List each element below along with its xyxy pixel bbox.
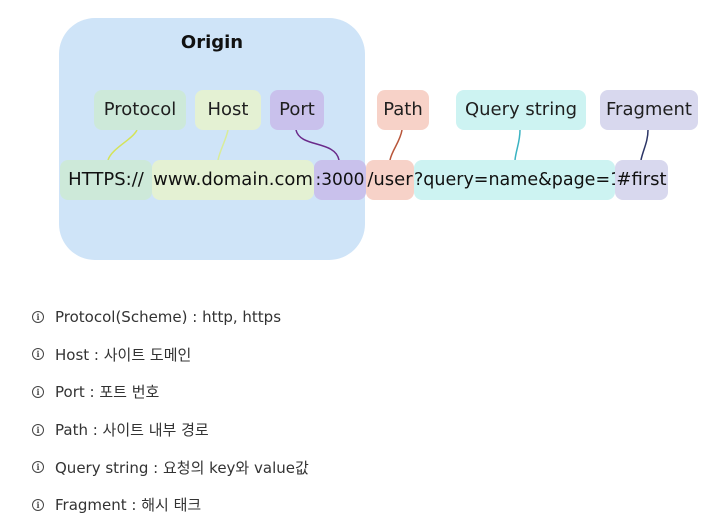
definition-text: Query string : 요청의 key와 value값 <box>55 458 309 477</box>
list-item: i Query string : 요청의 key와 value값 <box>32 448 309 486</box>
url-path-segment: /user <box>366 160 414 200</box>
list-item: i Protocol(Scheme) : http, https <box>32 298 309 336</box>
port-tag: Port <box>270 90 324 130</box>
info-circle-icon: i <box>32 423 44 436</box>
list-item: i Port : 포트 번호 <box>32 373 309 411</box>
list-item: i Fragment : 해시 태크 <box>32 486 309 524</box>
info-circle-icon: i <box>32 461 44 474</box>
origin-title: Origin <box>180 32 244 53</box>
query-string-tag: Query string <box>456 90 586 130</box>
host-connector <box>217 129 229 161</box>
list-item: i Path : 사이트 내부 경로 <box>32 411 309 449</box>
definition-text: Port : 포트 번호 <box>55 383 160 402</box>
port-connector <box>295 129 340 161</box>
fragment-connector <box>640 129 649 161</box>
host-tag: Host <box>195 90 261 130</box>
definition-text: Fragment : 해시 태크 <box>55 496 202 515</box>
url-host-segment: www.domain.com <box>152 160 314 200</box>
info-circle-icon: i <box>32 385 44 398</box>
url-port-segment: :3000 <box>314 160 366 200</box>
info-circle-icon: i <box>32 310 44 323</box>
origin-group <box>59 18 365 260</box>
protocol-connector <box>107 129 138 161</box>
info-circle-icon: i <box>32 348 44 361</box>
fragment-tag: Fragment <box>600 90 698 130</box>
list-item: i Host : 사이트 도메인 <box>32 336 309 374</box>
path-connector <box>389 129 403 161</box>
path-tag: Path <box>377 90 429 130</box>
info-circle-icon: i <box>32 498 44 511</box>
url-fragment-segment: #first <box>615 160 668 200</box>
url-protocol-segment: HTTPS:// <box>60 160 152 200</box>
definition-text: Host : 사이트 도메인 <box>55 345 192 364</box>
definition-list: i Protocol(Scheme) : http, https i Host … <box>32 298 309 524</box>
query-connector <box>514 129 521 161</box>
definition-text: Path : 사이트 내부 경로 <box>55 421 209 440</box>
protocol-tag: Protocol <box>94 90 186 130</box>
definition-text: Protocol(Scheme) : http, https <box>55 307 282 326</box>
url-query-segment: ?query=name&page=1 <box>414 160 621 200</box>
